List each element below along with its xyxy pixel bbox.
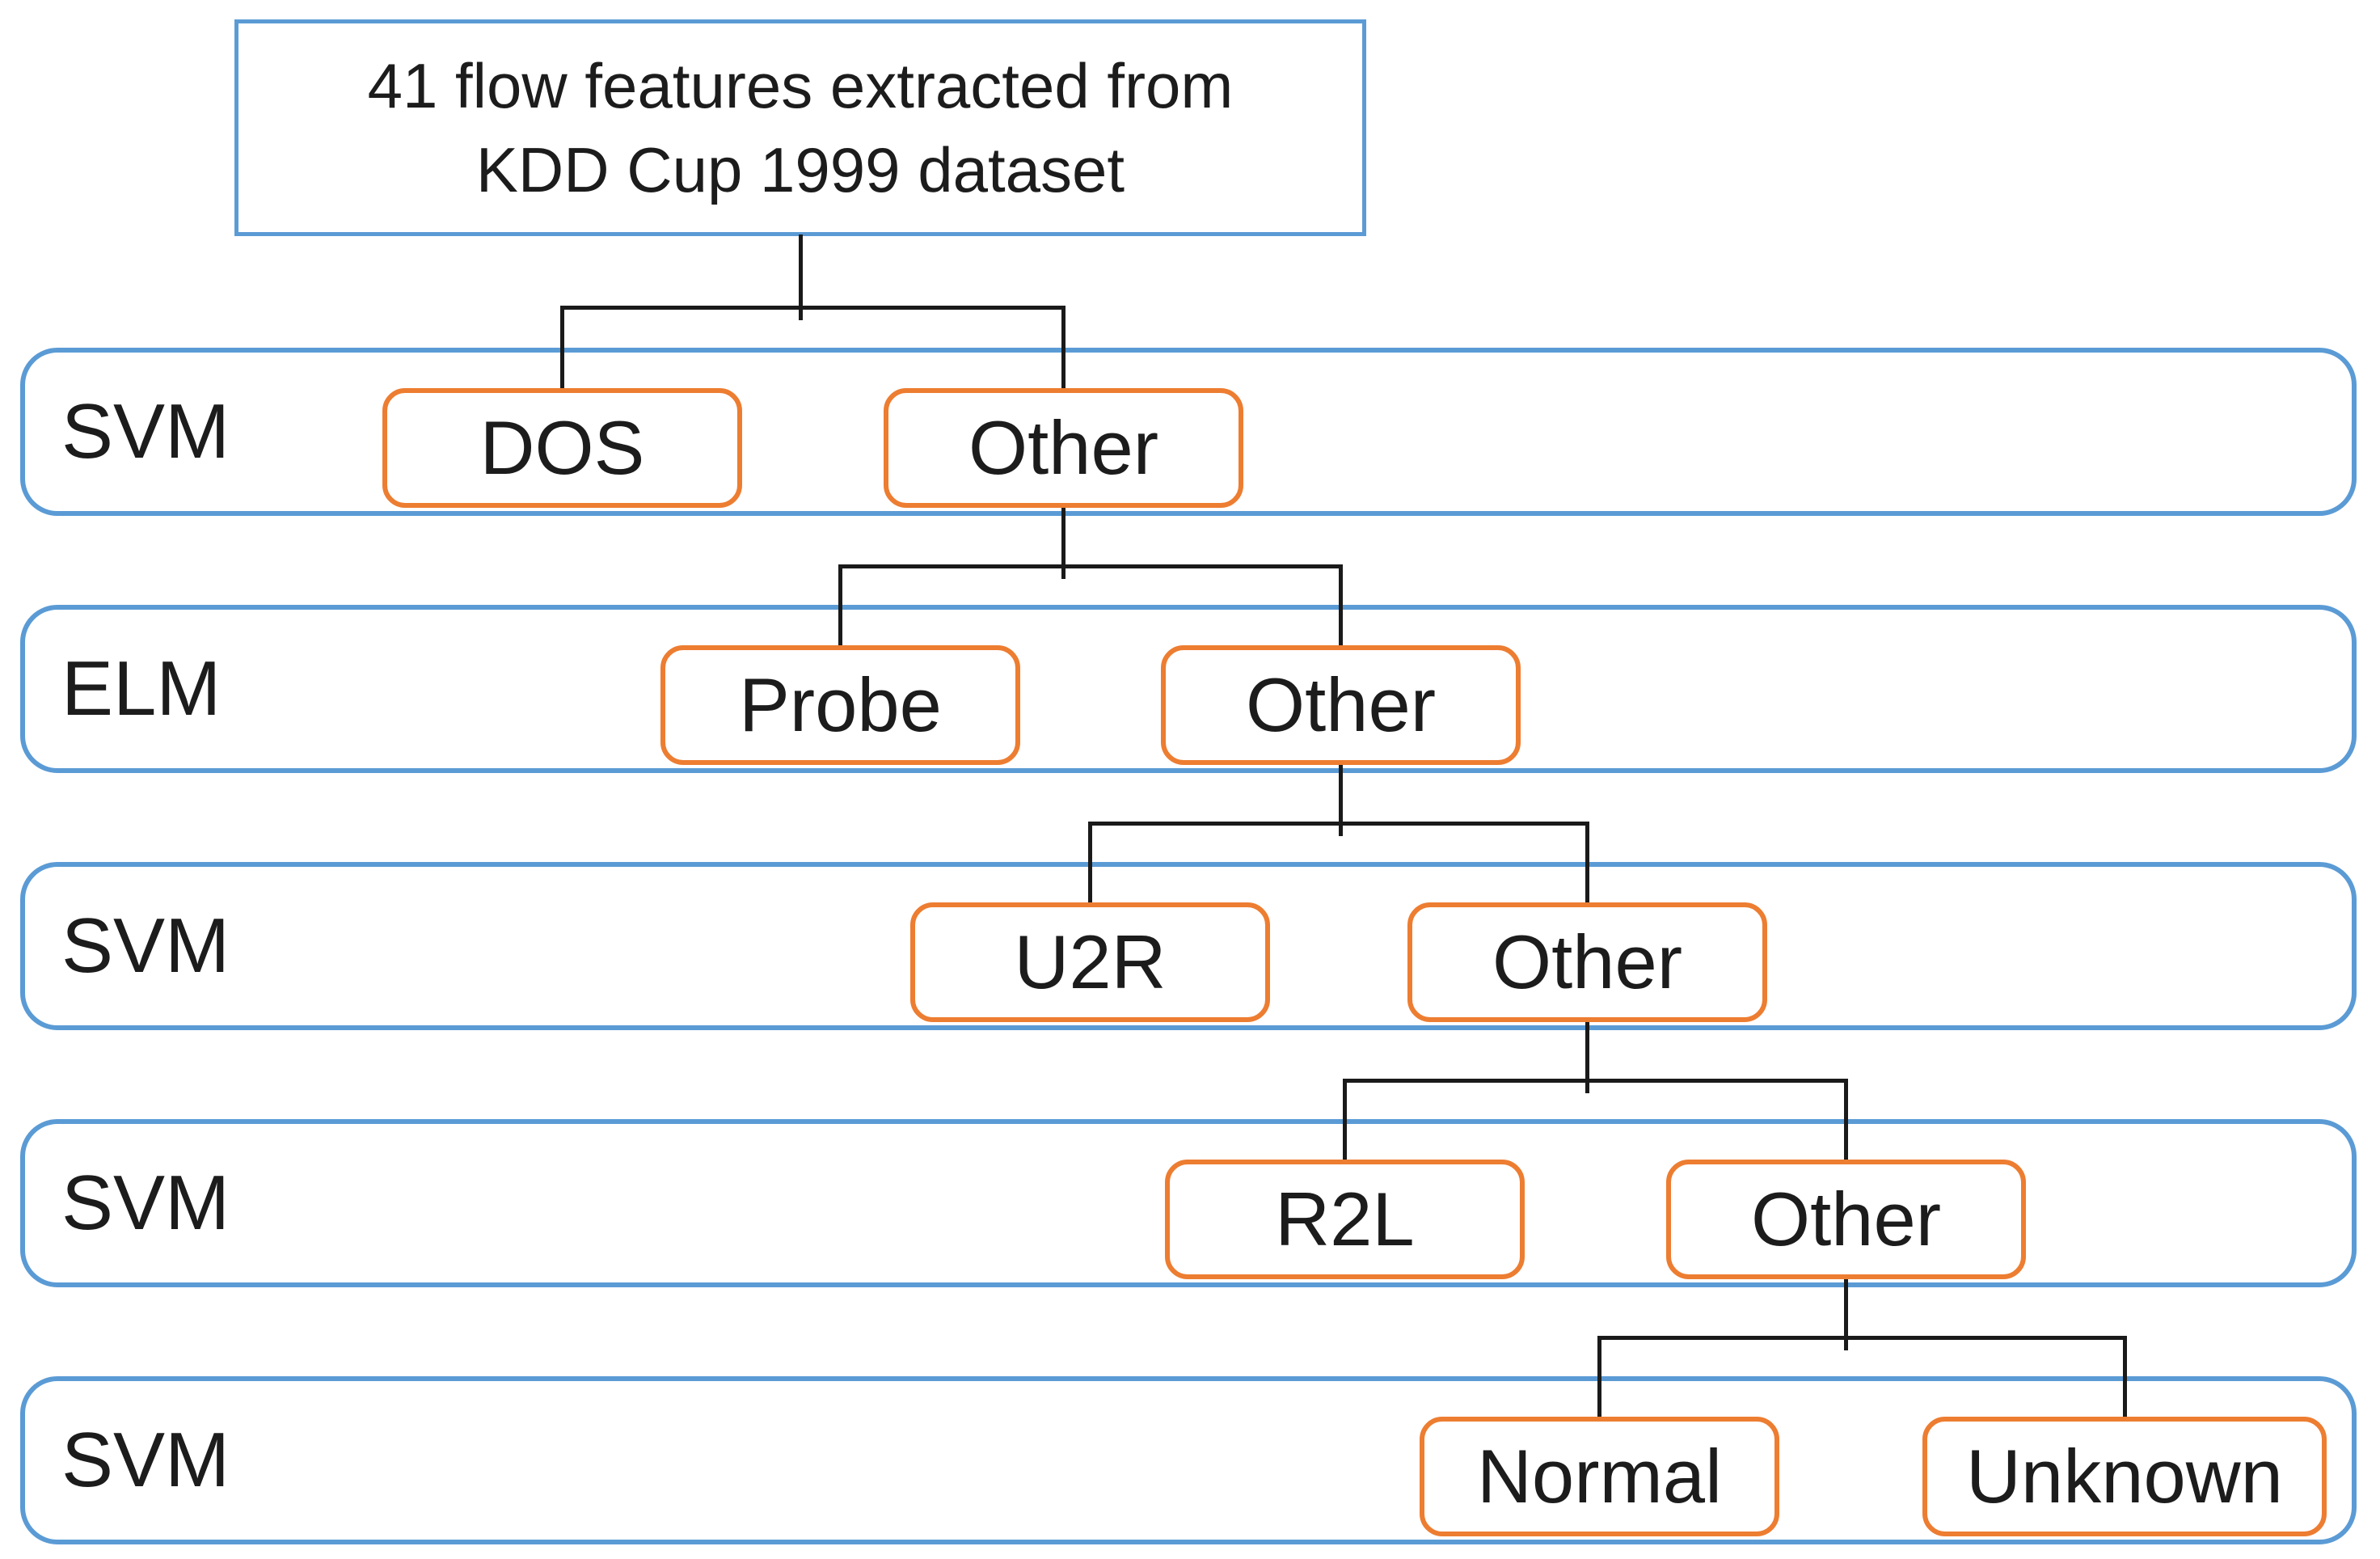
node-other-stage3: Other: [1407, 902, 1767, 1022]
node-label: Other: [1492, 919, 1683, 1004]
node-normal: Normal: [1420, 1417, 1779, 1536]
connector-branch-left: [560, 306, 564, 390]
connector-branch-right: [1339, 564, 1343, 647]
classifier-name-label: SVM: [61, 902, 230, 989]
classifier-name-label: SVM: [61, 388, 230, 475]
classifier-stage-row-2: ELM: [20, 605, 2357, 773]
connector-stem: [1585, 1020, 1589, 1093]
classifier-name-label: SVM: [61, 1417, 230, 1503]
classifier-stage-row-3: SVM: [20, 862, 2357, 1030]
connector-bar: [838, 564, 1343, 568]
node-probe: Probe: [660, 645, 1020, 765]
connector-bar: [1088, 822, 1589, 826]
node-other-stage2: Other: [1161, 645, 1521, 765]
node-dos: DOS: [382, 388, 742, 508]
connector-branch-left: [1343, 1079, 1347, 1161]
connector-branch-right: [2123, 1336, 2127, 1418]
dataset-title-line-1: 41 flow features extracted from: [367, 50, 1234, 121]
connector-stem: [1844, 1278, 1848, 1350]
dataset-source-box: 41 flow features extracted from KDD Cup …: [234, 19, 1366, 236]
node-label: Normal: [1477, 1434, 1722, 1519]
connector-stem: [1339, 763, 1343, 836]
node-label: R2L: [1275, 1177, 1415, 1261]
classifier-stage-row-4: SVM: [20, 1119, 2357, 1287]
connector-stem: [1061, 506, 1066, 579]
connector-bar: [560, 306, 1065, 310]
node-label: U2R: [1014, 919, 1167, 1004]
node-other-stage4: Other: [1666, 1160, 2026, 1279]
connector-stem: [799, 234, 803, 320]
node-label: Other: [1245, 662, 1437, 747]
classifier-name-label: ELM: [61, 645, 222, 732]
node-label: Other: [1750, 1177, 1942, 1261]
classifier-stage-row-5: SVM: [20, 1376, 2357, 1544]
classifier-stage-row-1: SVM: [20, 348, 2357, 516]
classifier-name-label: SVM: [61, 1160, 230, 1246]
connector-bar: [1597, 1336, 2127, 1340]
node-other-stage1: Other: [884, 388, 1243, 508]
connector-branch-right: [1844, 1079, 1848, 1161]
connector-branch-right: [1061, 306, 1066, 390]
connector-branch-left: [1088, 822, 1092, 904]
node-unknown: Unknown: [1922, 1417, 2327, 1536]
node-label: Unknown: [1966, 1434, 2283, 1519]
connector-branch-left: [838, 564, 842, 647]
node-label: Other: [968, 405, 1159, 490]
connector-branch-left: [1597, 1336, 1601, 1418]
node-r2l: R2L: [1165, 1160, 1525, 1279]
dataset-title-line-2: KDD Cup 1999 dataset: [475, 134, 1125, 205]
node-label: Probe: [739, 662, 942, 747]
connector-bar: [1343, 1079, 1848, 1083]
node-label: DOS: [479, 405, 645, 490]
connector-branch-right: [1585, 822, 1589, 904]
node-u2r: U2R: [910, 902, 1270, 1022]
